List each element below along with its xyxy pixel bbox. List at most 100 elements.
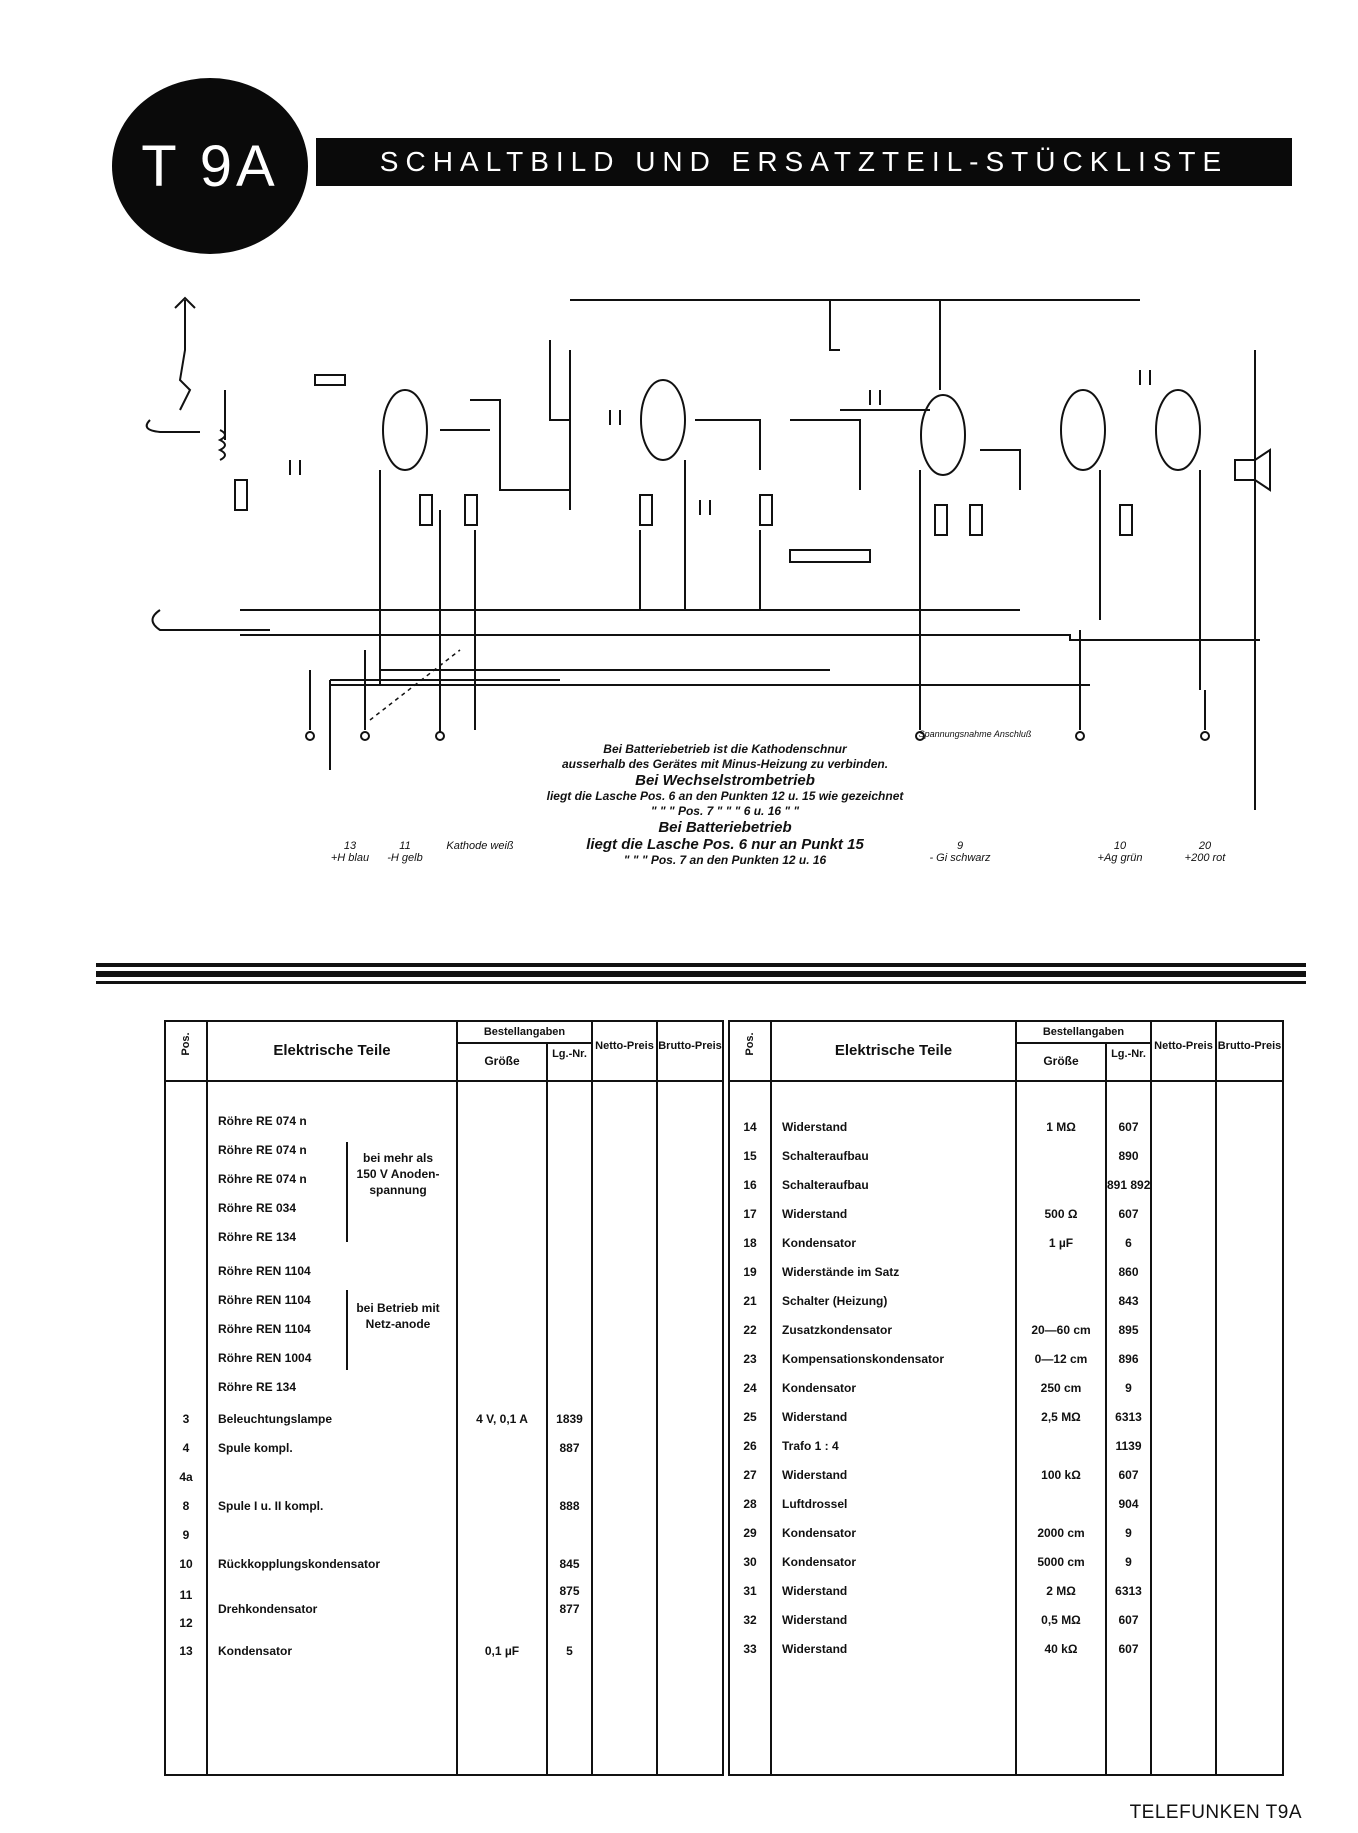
tube-3 [920, 394, 966, 476]
row-pos: 9 [182, 1528, 190, 1542]
footer-brand: TELEFUNKEN T9A [1129, 1802, 1302, 1823]
row-pos: 30 [743, 1555, 757, 1569]
row-name: Zusatzkondensator [782, 1323, 893, 1337]
row-pos: 24 [743, 1381, 757, 1395]
row-pos: 11 [179, 1588, 193, 1602]
terminal-label: 10+Ag grün [1097, 840, 1143, 864]
row-lg: 607 [1118, 1613, 1139, 1627]
tube-note-2: bei Betrieb mit Netz-anode [356, 1301, 440, 1331]
row-size: 500 Ω [1044, 1207, 1078, 1221]
row-lg: 607 [1118, 1120, 1139, 1134]
row-name: Drehkondensator [218, 1602, 318, 1616]
note-line: ausserhalb des Gerätes mit Minus-Heizung… [561, 757, 889, 771]
row-name: Widerstand [782, 1207, 848, 1221]
col-lg: Lg.-Nr. [1111, 1048, 1146, 1060]
row-name: Kondensator [782, 1236, 857, 1250]
note-heading: Bei Wechselstrombetrieb [635, 772, 815, 789]
row-size: 1 µF [1048, 1236, 1074, 1250]
table-row: Röhre REN 1104 [218, 1322, 311, 1336]
table-row: Röhre RE 074 n [218, 1114, 307, 1128]
row-lg: 607 [1118, 1468, 1139, 1482]
row-size [1017, 1437, 1105, 1455]
note-heading: Bei Batteriebetrieb [658, 819, 792, 836]
row-name: Widerstand [782, 1120, 848, 1134]
row-name: Widerstand [782, 1410, 848, 1424]
row-size: 250 cm [1040, 1381, 1082, 1395]
row-pos: 21 [743, 1294, 757, 1308]
row-lg: 6 [1125, 1236, 1132, 1250]
row-lg: 607 [1118, 1642, 1139, 1656]
row-name: Widerstand [782, 1642, 848, 1656]
col-size: Größe [1043, 1054, 1079, 1068]
row-pos: 25 [743, 1410, 757, 1424]
row-pos: 19 [743, 1265, 757, 1279]
divider [96, 981, 1306, 984]
row-size: 2000 cm [1037, 1526, 1085, 1540]
row-pos: 16 [743, 1178, 757, 1192]
row-pos: 15 [743, 1149, 757, 1163]
divider [96, 963, 1306, 967]
row-size [1017, 1147, 1105, 1165]
col-order: Bestellangaben [483, 1026, 566, 1038]
row-pos: 17 [743, 1207, 757, 1221]
row-pos: 22 [743, 1323, 757, 1337]
row-size [1017, 1176, 1105, 1194]
row-pos: 14 [743, 1120, 757, 1134]
row-lg: 875 [559, 1584, 580, 1598]
note-line: Bei Batteriebetrieb ist die Kathodenschn… [603, 742, 847, 756]
row-lg: 1839 [556, 1412, 583, 1426]
row-name: Widerstand [782, 1468, 848, 1482]
table-row: Röhre RE 134 [218, 1230, 297, 1244]
note-line: liegt die Lasche Pos. 6 nur an Punkt 15 [586, 836, 864, 853]
row-size: 5000 cm [1037, 1555, 1085, 1569]
antenna-symbol [178, 300, 192, 411]
parts-table-left: Pos. Elektrische Teile Bestellangaben Gr… [164, 1020, 724, 1776]
row-size [1017, 1263, 1105, 1281]
row-pos: 26 [743, 1439, 757, 1453]
col-gross: Brutto-Preis [1217, 1040, 1282, 1052]
speaker-label: Spannungsnahme Anschluß [918, 729, 1032, 739]
row-lg: 895 [1118, 1323, 1139, 1337]
row-lg: 890 [1118, 1149, 1139, 1163]
model-badge: T 9A [112, 78, 308, 254]
row-lg: 607 [1118, 1207, 1139, 1221]
terminal-label: 13+H blau [330, 840, 370, 864]
row-name: Kondensator [782, 1555, 857, 1569]
row-pos: 13 [179, 1644, 193, 1658]
row-size: 0—12 cm [1034, 1352, 1088, 1366]
tube-4 [1060, 389, 1106, 471]
row-lg: 891 892 [1107, 1178, 1151, 1192]
row-pos: 4a [179, 1470, 193, 1484]
terminal-label: 11-H gelb [387, 840, 423, 864]
row-lg: 6313 [1115, 1584, 1142, 1598]
row-name: Luftdrossel [782, 1497, 848, 1511]
row-lg: 904 [1118, 1497, 1139, 1511]
note-line: " " " Pos. 7 an den Punkten 12 u. 16 [623, 853, 827, 867]
row-size: 4 V, 0,1 A [476, 1412, 528, 1426]
row-pos: 12 [179, 1616, 193, 1630]
table-row: Röhre REN 1004 [218, 1351, 312, 1365]
row-lg: 5 [566, 1644, 573, 1658]
row-lg: 845 [559, 1557, 580, 1571]
col-pos: Pos. [744, 1032, 756, 1056]
row-lg: 6313 [1115, 1410, 1142, 1424]
row-size: 0,1 µF [484, 1644, 520, 1658]
row-size: 100 kΩ [1041, 1468, 1081, 1482]
row-name: Trafo 1 : 4 [782, 1439, 839, 1453]
row-name: Kondensator [782, 1381, 857, 1395]
row-size: 1 MΩ [1046, 1120, 1076, 1134]
table-row: Röhre REN 1104 [218, 1264, 311, 1278]
row-name: Schalter (Heizung) [782, 1294, 888, 1308]
brace [346, 1290, 350, 1370]
row-lg: 887 [559, 1441, 580, 1455]
ground-symbol [151, 609, 270, 631]
row-lg: 877 [559, 1602, 580, 1616]
tube-5 [1155, 389, 1201, 471]
row-pos: 32 [743, 1613, 757, 1627]
row-lg: 843 [1118, 1294, 1139, 1308]
row-name: Beleuchtungslampe [218, 1412, 333, 1426]
terminal-label: Kathode weiß [446, 840, 514, 852]
row-lg: 9 [1125, 1555, 1132, 1569]
page-title: SCHALTBILD UND ERSATZTEIL-STÜCKLISTE [316, 138, 1292, 186]
row-size: 40 kΩ [1044, 1642, 1078, 1656]
